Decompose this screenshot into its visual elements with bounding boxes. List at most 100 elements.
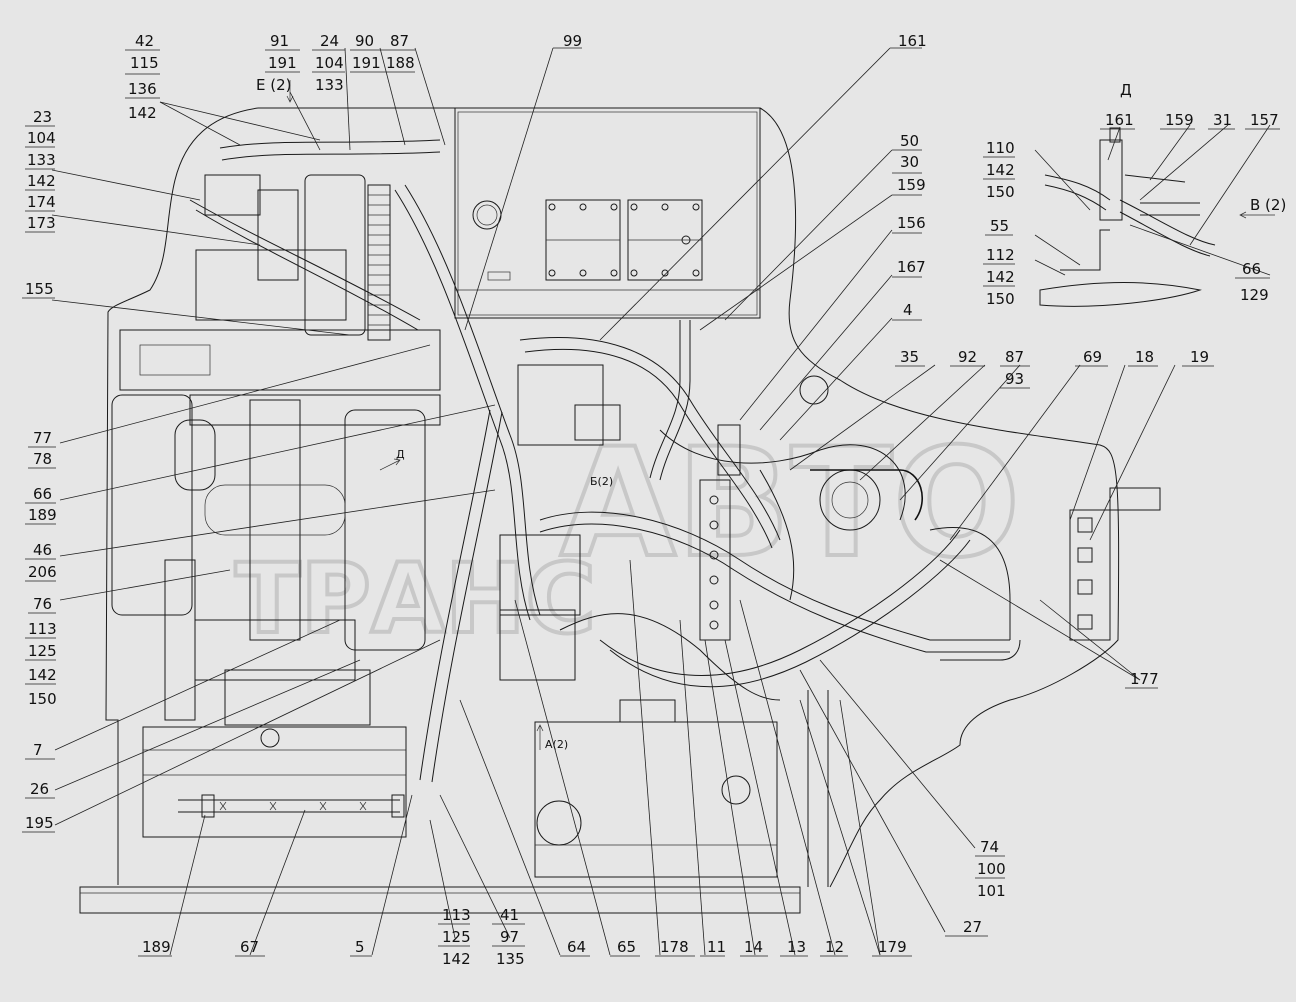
- label-35: 35: [900, 348, 919, 366]
- label-31: 31: [1213, 111, 1232, 129]
- label-142: 142: [986, 268, 1015, 286]
- label-150: 150: [986, 183, 1015, 201]
- label-104: 104: [315, 54, 344, 72]
- label-135: 135: [496, 950, 525, 968]
- label-99: 99: [563, 32, 582, 50]
- label-195: 195: [25, 814, 54, 832]
- label-101: 101: [977, 882, 1006, 900]
- label-142: 142: [442, 950, 471, 968]
- label-23: 23: [33, 108, 52, 126]
- label-27: 27: [963, 918, 982, 936]
- label-136: 136: [128, 80, 157, 98]
- label-156: 156: [897, 214, 926, 232]
- label-159: 159: [897, 176, 926, 194]
- label-87: 87: [390, 32, 409, 50]
- label-173: 173: [27, 214, 56, 232]
- label-65: 65: [617, 938, 636, 956]
- view-marker-a2: А(2): [545, 738, 568, 751]
- label-161: 161: [1105, 111, 1134, 129]
- label-142: 142: [27, 172, 56, 190]
- hose-lines: [189, 139, 1021, 783]
- label-55: 55: [990, 217, 1009, 235]
- label-69: 69: [1083, 348, 1102, 366]
- label-142: 142: [28, 666, 57, 684]
- label-142: 142: [986, 161, 1015, 179]
- watermark-line-2: ТРАНС: [235, 543, 596, 655]
- label-206: 206: [28, 563, 57, 581]
- label-92: 92: [958, 348, 977, 366]
- label-30: 30: [900, 153, 919, 171]
- label-100: 100: [977, 860, 1006, 878]
- label-125: 125: [28, 642, 57, 660]
- label-112: 112: [986, 246, 1015, 264]
- label-110: 110: [986, 139, 1015, 157]
- label-142: 142: [128, 104, 157, 122]
- label-90: 90: [355, 32, 374, 50]
- label-161: 161: [898, 32, 927, 50]
- label-115: 115: [130, 54, 159, 72]
- label-150: 150: [986, 290, 1015, 308]
- label-178: 178: [660, 938, 689, 956]
- label-104: 104: [27, 129, 56, 147]
- label-91: 91: [270, 32, 289, 50]
- label-78: 78: [33, 450, 52, 468]
- label-93: 93: [1005, 370, 1024, 388]
- leader-lines: [51, 47, 1271, 956]
- label-18: 18: [1135, 348, 1154, 366]
- label-191: 191: [352, 54, 381, 72]
- label-19: 19: [1190, 348, 1209, 366]
- label-87: 87: [1005, 348, 1024, 366]
- label-191: 191: [268, 54, 297, 72]
- label-150: 150: [28, 690, 57, 708]
- label-129: 129: [1240, 286, 1269, 304]
- label-13: 13: [787, 938, 806, 956]
- label-179: 179: [878, 938, 907, 956]
- label-5: 5: [355, 938, 365, 956]
- label-7: 7: [33, 741, 43, 759]
- label-155: 155: [25, 280, 54, 298]
- label-133: 133: [315, 76, 344, 94]
- view-label-e2: Е (2): [256, 76, 292, 94]
- label-14: 14: [744, 938, 763, 956]
- label-76: 76: [33, 595, 52, 613]
- label-174: 174: [27, 193, 56, 211]
- watermark: АВТО ТРАНС: [233, 415, 1022, 657]
- label-74: 74: [980, 838, 999, 856]
- view-marker-b2: Б(2): [590, 475, 613, 488]
- label-157: 157: [1250, 111, 1279, 129]
- inset-view-d: [1039, 127, 1216, 307]
- label-77: 77: [33, 429, 52, 447]
- view-marker-d: Д: [396, 448, 405, 461]
- label-159: 159: [1165, 111, 1194, 129]
- label-167: 167: [897, 258, 926, 276]
- label-12: 12: [825, 938, 844, 956]
- label-66: 66: [1242, 260, 1261, 278]
- label-97: 97: [500, 928, 519, 946]
- label-11: 11: [707, 938, 726, 956]
- label-188: 188: [386, 54, 415, 72]
- watermark-line-1: АВТО: [560, 417, 1020, 591]
- label-42: 42: [135, 32, 154, 50]
- label-125: 125: [442, 928, 471, 946]
- inset-title-d: Д: [1120, 81, 1132, 99]
- label-177: 177: [1130, 670, 1159, 688]
- label-4: 4: [903, 301, 913, 319]
- label-50: 50: [900, 132, 919, 150]
- label-66: 66: [33, 485, 52, 503]
- label-46: 46: [33, 541, 52, 559]
- callout-labels: 42 115 136 142 91 191 Е (2) 24 104 133 9…: [22, 32, 1286, 968]
- label-189: 189: [142, 938, 171, 956]
- view-label-v2: В (2): [1250, 196, 1286, 214]
- label-189: 189: [28, 506, 57, 524]
- label-67: 67: [240, 938, 259, 956]
- label-113: 113: [28, 620, 57, 638]
- label-133: 133: [27, 151, 56, 169]
- label-41: 41: [500, 906, 519, 924]
- label-113: 113: [442, 906, 471, 924]
- label-64: 64: [567, 938, 586, 956]
- view-arrows: [286, 80, 1275, 750]
- label-26: 26: [30, 780, 49, 798]
- label-24: 24: [320, 32, 339, 50]
